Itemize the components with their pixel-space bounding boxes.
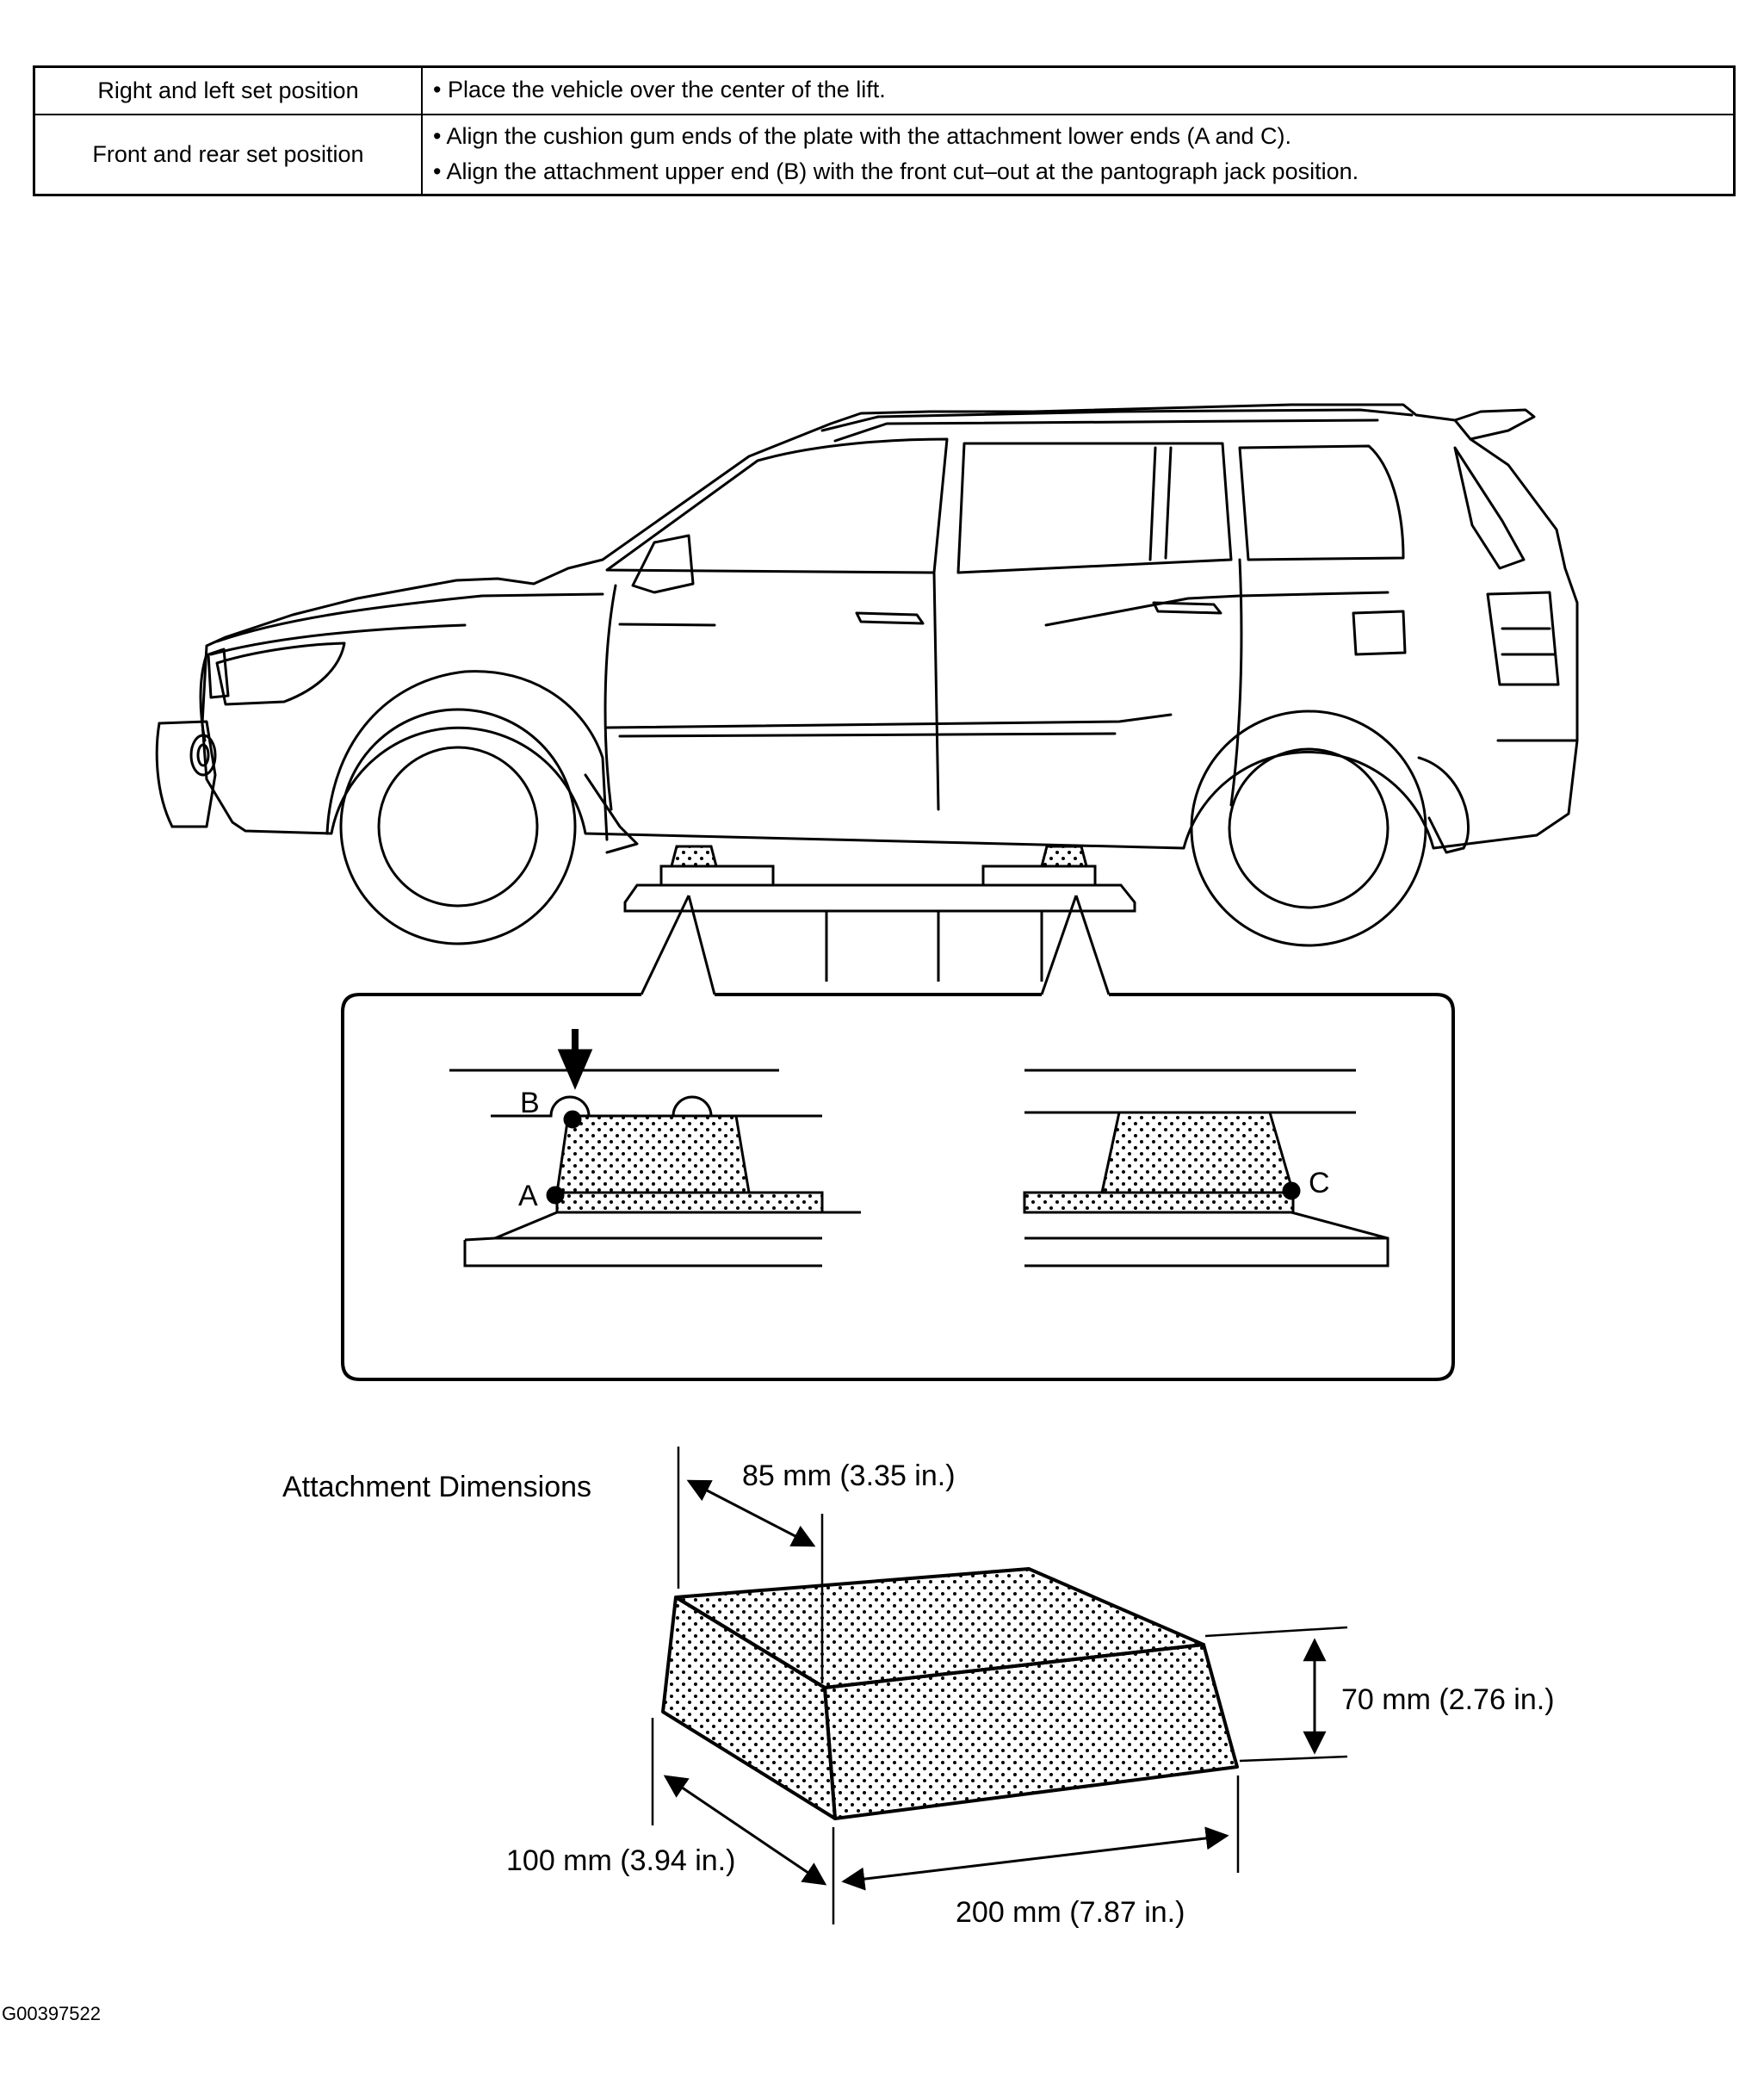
point-c-label: C [1309, 1167, 1330, 1199]
rear-attachment-detail [1023, 1069, 1390, 1267]
height-dimension: 70 mm (2.76 in.) [1341, 1683, 1555, 1716]
front-wheel [339, 708, 577, 945]
table-row: Front and rear set position • Align the … [33, 113, 1736, 196]
point-b-label: B [520, 1087, 540, 1119]
figure-id: G00397522 [2, 2003, 101, 2024]
rear-wheel [1190, 710, 1427, 947]
instruction-line: • Align the attachment upper end (B) wit… [433, 158, 1359, 185]
set-position-table: Right and left set position • Place the … [33, 65, 1736, 197]
dimension-arrows [663, 1479, 1327, 1891]
row-description: • Place the vehicle over the center of t… [421, 65, 1736, 115]
detail-callout [341, 993, 1455, 1381]
row-label: Front and rear set position [33, 113, 423, 196]
dimension-extension-lines [651, 1447, 1348, 1924]
vehicle-side-view [155, 403, 1579, 854]
top-depth-dimension: 85 mm (3.35 in.) [742, 1459, 956, 1492]
bottom-depth-dimension: 100 mm (3.94 in.) [506, 1844, 735, 1877]
instruction-line: • Place the vehicle over the center of t… [433, 77, 886, 103]
pantograph-lift [623, 845, 1136, 995]
row-label: Right and left set position [33, 65, 423, 115]
attachment-block [661, 1567, 1239, 1820]
point-a-label: A [518, 1180, 538, 1212]
front-attachment-detail [449, 1029, 861, 1267]
length-dimension: 200 mm (7.87 in.) [956, 1896, 1185, 1929]
table-row: Right and left set position • Place the … [33, 65, 1736, 115]
row-description: • Align the cushion gum ends of the plat… [421, 113, 1736, 196]
dimensions-title: Attachment Dimensions [282, 1471, 591, 1503]
instruction-line: • Align the cushion gum ends of the plat… [433, 122, 1292, 149]
